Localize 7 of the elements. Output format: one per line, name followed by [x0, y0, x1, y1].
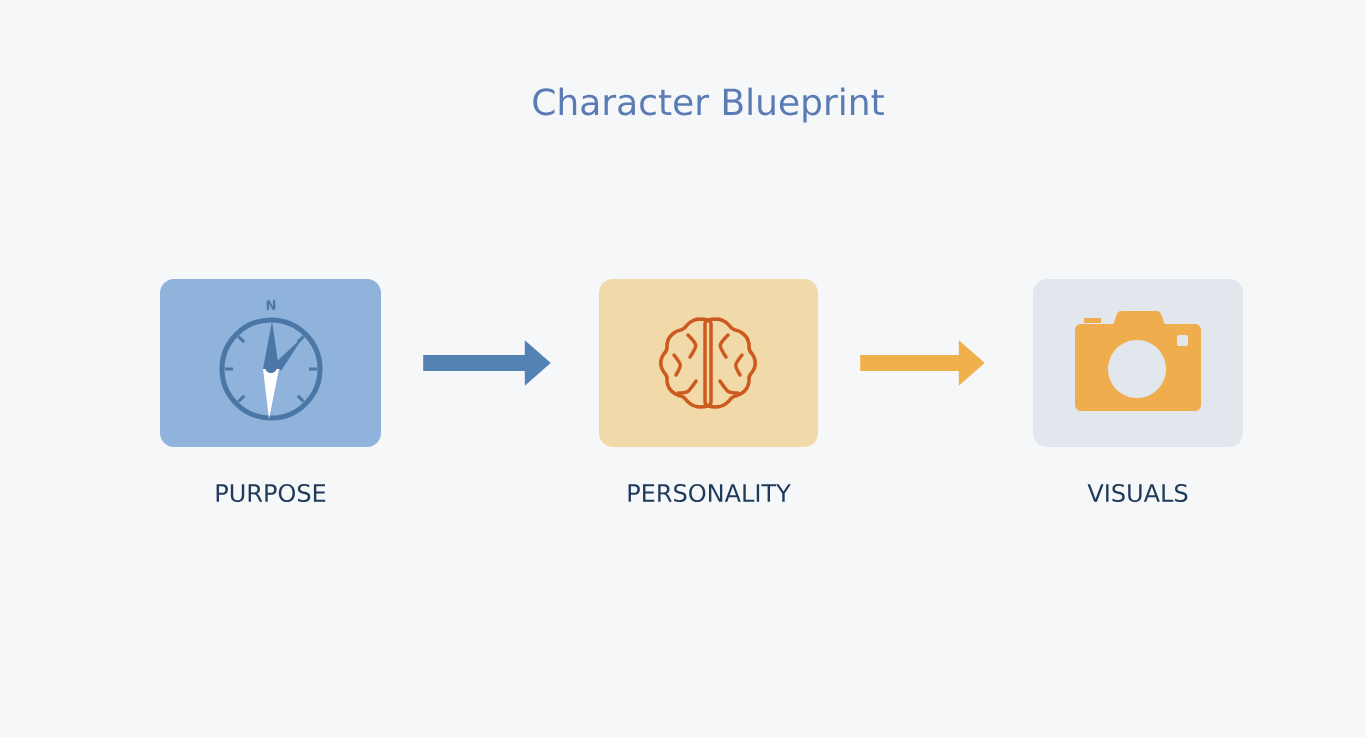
- compass-letter: N: [266, 300, 276, 310]
- box-card: [599, 279, 818, 447]
- step-heading: PERSONALITY: [628, 483, 791, 503]
- step-heading: PURPOSE: [216, 483, 326, 503]
- title: Character Blueprint: [533, 87, 884, 123]
- step-heading: VISUALS: [1087, 483, 1188, 503]
- box-card: [160, 279, 381, 447]
